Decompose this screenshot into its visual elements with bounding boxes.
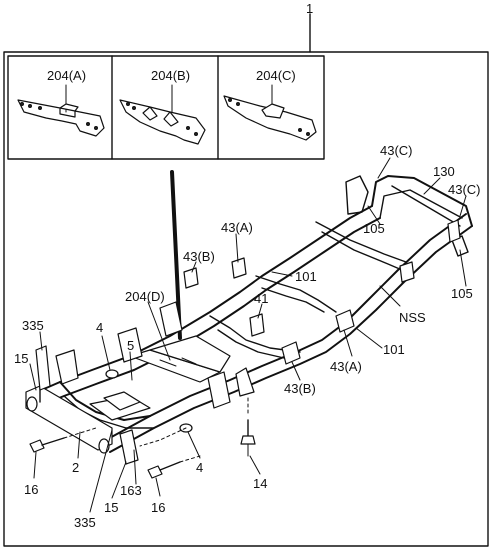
callout-105-top: 105 — [363, 221, 385, 236]
bracket-inset-panel: 204(A) 204(B) 204(C) — [7, 55, 325, 160]
callout-163: 163 — [120, 483, 142, 498]
callout-204a: 204(A) — [47, 68, 86, 83]
callout-nss: NSS — [399, 310, 426, 325]
callout-204c: 204(C) — [256, 68, 296, 83]
callout-43c-right: 43(C) — [448, 182, 481, 197]
callout-43a-lower: 43(A) — [330, 359, 362, 374]
callout-41: 41 — [254, 291, 268, 306]
callout-4-bottom: 4 — [196, 460, 203, 475]
bracket-204c: 204(C) — [223, 68, 317, 141]
callout-15-left: 15 — [14, 351, 28, 366]
callout-43b-upper: 43(B) — [183, 249, 215, 264]
callout-2: 2 — [72, 460, 79, 475]
callout-335-top: 335 — [22, 318, 44, 333]
callout-14: 14 — [253, 476, 267, 491]
callout-101-upper: 101 — [295, 269, 317, 284]
callout-130: 130 — [433, 164, 455, 179]
callout-204d: 204(D) — [125, 289, 165, 304]
leader-lines — [29, 157, 467, 513]
callout-5: 5 — [127, 338, 134, 353]
assembly-border: 1 — [3, 1, 489, 547]
bracket-204b: 204(B) — [119, 68, 206, 145]
callout-43a-upper: 43(A) — [221, 220, 253, 235]
callout-16-left: 16 — [24, 482, 38, 497]
callout-15-bottom: 15 — [104, 500, 118, 515]
inset-pointer — [170, 170, 182, 340]
callout-labels: 43(C) 130 43(C) 105 105 43(A) 43(B) 101 … — [14, 143, 481, 530]
callout-43b-lower: 43(B) — [284, 381, 316, 396]
chassis-frame — [25, 175, 473, 479]
bracket-204a: 204(A) — [17, 68, 105, 137]
callout-43c-top: 43(C) — [380, 143, 413, 158]
callout-105-right: 105 — [451, 286, 473, 301]
callout-101-lower: 101 — [383, 342, 405, 357]
callout-335-bottom: 335 — [74, 515, 96, 530]
callout-4-top: 4 — [96, 320, 103, 335]
callout-16-bottom: 16 — [151, 500, 165, 515]
callout-1: 1 — [306, 1, 313, 16]
callout-204b: 204(B) — [151, 68, 190, 83]
